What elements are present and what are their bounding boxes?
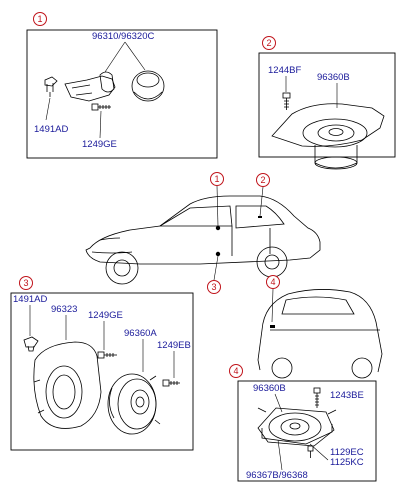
label-96360b: 96360B [253, 383, 286, 394]
label-96310-96320c: 96310/96320C [92, 31, 154, 42]
section-1-marker-circle [33, 12, 47, 26]
label-1249ge: 1249GE [82, 139, 117, 150]
car-marker-2-circle [256, 173, 270, 187]
screw-part [282, 92, 291, 110]
leader-line [99, 110, 102, 139]
section-3-door-speaker: 3 1491AD 96323 1249GE 96360A 1249EB [10, 276, 194, 451]
door-speaker-spot [215, 251, 221, 257]
round-cover [131, 70, 165, 102]
section-2-frame [258, 52, 396, 158]
label-96367b-96368: 96367B/96368 [246, 470, 308, 481]
car-marker-4: 4 [270, 277, 275, 287]
section-4-hatch-speaker: 4 96360B 1243BE 1129EC 1125KC 96367B/963… [229, 364, 377, 482]
label-96360b: 96360B [317, 72, 350, 83]
tweeter-body [64, 71, 116, 102]
label-96323: 96323 [51, 304, 77, 315]
rear-speaker-spot [270, 325, 275, 328]
label-96360a: 96360A [124, 328, 157, 339]
label-1491ad: 1491AD [13, 294, 47, 305]
screw-part [97, 351, 117, 359]
section-4-marker-circle [229, 364, 243, 378]
section-2-marker: 2 [266, 38, 271, 48]
leader-line [104, 41, 126, 73]
speaker-with-bracket [257, 407, 337, 447]
label-1129ec: 1129EC [330, 447, 364, 458]
leader-line [277, 439, 283, 471]
spacer-bracket [33, 341, 102, 429]
hatchback-rear-illustration: 4 [257, 275, 383, 379]
label-1249eb: 1249EB [157, 340, 191, 351]
leader-line [45, 97, 51, 121]
clip-part [44, 76, 58, 97]
section-3-marker: 3 [23, 278, 28, 288]
car-marker-1: 1 [214, 174, 219, 184]
section-2-marker-circle [262, 36, 276, 50]
label-1491ad: 1491AD [34, 124, 68, 135]
car-marker-1-circle [210, 172, 224, 186]
label-1125kc: 1125KC [330, 457, 364, 468]
bolt-part [162, 379, 180, 387]
car-illustration: 1 2 3 [85, 172, 321, 294]
label-1244bf: 1244BF [268, 65, 301, 76]
section-1-tweeter: 1 96310/96320C 1491AD 1249GE [26, 12, 218, 159]
fastener-part [307, 445, 314, 458]
car-marker-2: 2 [260, 175, 265, 185]
section-4-marker: 4 [233, 366, 238, 376]
section-1-frame [26, 29, 218, 159]
oval-speaker [271, 103, 385, 170]
car-marker-3: 3 [211, 282, 216, 292]
label-1249ge: 1249GE [88, 310, 123, 321]
front-tweeter-spot [215, 225, 221, 231]
car-marker-4-circle [266, 275, 280, 289]
screw-part [91, 103, 111, 111]
section-4-frame [237, 380, 377, 482]
section-2-rear-speaker: 2 1244BF 96360B [258, 36, 396, 170]
bolt-part [313, 387, 321, 408]
section-3-frame [10, 292, 194, 451]
leader-line [124, 41, 146, 71]
round-speaker [107, 373, 161, 435]
label-1243be: 1243BE [330, 390, 364, 401]
leader-line [274, 393, 283, 413]
car-marker-3-circle [207, 280, 221, 294]
clip-part [23, 336, 39, 352]
section-1-marker: 1 [37, 14, 42, 24]
section-3-marker-circle [19, 276, 33, 290]
